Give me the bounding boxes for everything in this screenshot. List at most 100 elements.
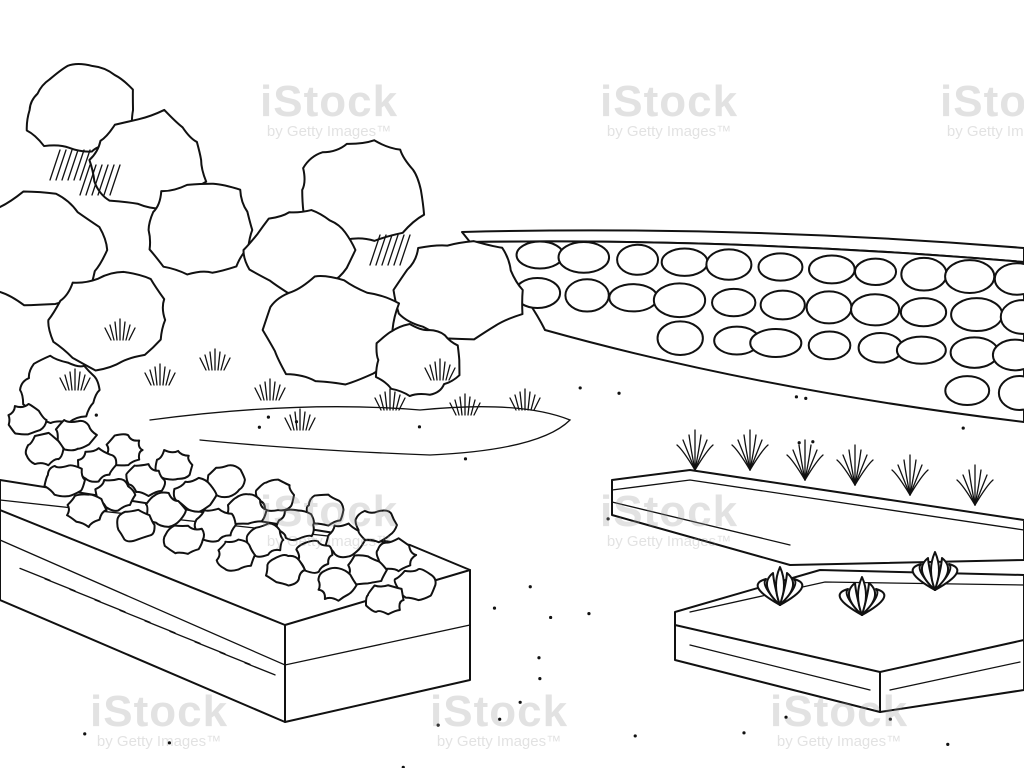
grass-blade	[442, 361, 446, 381]
stone	[652, 282, 707, 319]
foliage-clump	[392, 240, 524, 341]
gravel-dot	[266, 415, 271, 419]
stone	[899, 297, 948, 328]
grass-blade	[527, 391, 531, 411]
stone	[805, 290, 853, 325]
grass-blade	[259, 384, 265, 401]
plant-leaf	[854, 459, 874, 486]
gravel-dot	[606, 517, 610, 521]
lawn	[59, 318, 572, 456]
grass-blade	[77, 371, 81, 391]
grass-blade	[302, 411, 306, 431]
foliage-clump	[374, 322, 461, 398]
stone	[711, 287, 757, 318]
gravel-dot	[811, 440, 815, 444]
cabbage-leaf	[861, 588, 886, 616]
gravel-dot	[401, 765, 405, 768]
gravel-dot	[804, 396, 808, 400]
stone	[757, 252, 804, 282]
gravel-dot	[417, 425, 422, 429]
foliage-clump	[154, 449, 194, 481]
grass-blade	[149, 369, 155, 386]
gravel-dot	[518, 700, 522, 704]
grass-blade	[80, 374, 86, 391]
foliage-clump	[43, 464, 86, 498]
grass-blade	[305, 414, 311, 431]
stone	[656, 320, 704, 357]
foliage-clump	[261, 275, 401, 386]
plant-leaf	[749, 444, 769, 471]
stone	[857, 332, 904, 364]
lettuce-plants	[7, 403, 437, 616]
foliage-clump	[162, 524, 205, 555]
foliage-clump	[354, 509, 398, 544]
gravel-dot	[83, 732, 87, 736]
stone	[557, 241, 611, 274]
foliage-clump	[145, 491, 187, 528]
grass-blade	[168, 372, 176, 386]
stone	[997, 375, 1024, 411]
foliage-clump	[47, 270, 167, 372]
trees-and-bushes	[0, 63, 524, 425]
stone	[608, 283, 659, 313]
foliage-clump	[224, 493, 268, 526]
foliage-clump	[116, 508, 156, 543]
stone	[999, 299, 1024, 335]
grass-blade	[125, 324, 131, 341]
gravel-dot	[294, 420, 299, 424]
stone	[944, 375, 991, 407]
grass-blade	[220, 354, 226, 371]
left-raised-bed	[0, 403, 471, 723]
stone	[950, 297, 1004, 333]
grass-blade	[473, 402, 481, 416]
foliage-clump	[375, 537, 418, 573]
grass-blade	[209, 351, 213, 371]
grass-blade	[114, 321, 118, 341]
grass-blade	[514, 394, 520, 411]
grass-blade	[530, 394, 536, 411]
stone	[900, 256, 948, 292]
stone	[759, 289, 806, 321]
grass-blade	[449, 402, 457, 416]
foliage-clump	[215, 538, 256, 572]
grass-blade	[64, 374, 70, 391]
grass-blade	[374, 397, 382, 411]
gravel-dot	[528, 585, 532, 589]
foliage-clump	[7, 403, 48, 436]
stone	[808, 254, 856, 285]
gravel-dot	[463, 457, 468, 461]
grass-blade	[308, 417, 316, 431]
grass-blade	[278, 387, 286, 401]
grass-blade	[275, 384, 281, 401]
stone	[949, 336, 1000, 369]
stone	[564, 278, 610, 313]
stone	[993, 262, 1024, 296]
grass-blade	[424, 367, 432, 381]
right-raised-bed-back	[611, 429, 1024, 566]
foliage-clump	[245, 522, 285, 558]
gravel-dot	[961, 426, 965, 430]
right-raised-bed-front	[674, 551, 1024, 713]
plant-leaf	[694, 444, 714, 471]
grass-blade	[264, 381, 268, 401]
gravel-dot	[587, 611, 591, 616]
stone	[660, 247, 709, 277]
grass-blade	[519, 391, 523, 411]
plant-leaf	[909, 469, 929, 496]
stone	[895, 335, 947, 365]
foliage-clump	[172, 476, 218, 513]
foliage-clump	[317, 566, 358, 602]
grass-blade	[398, 397, 406, 411]
grass-blade	[470, 399, 476, 416]
grass-blade	[109, 324, 115, 341]
stone	[991, 338, 1024, 372]
grass-blade	[204, 354, 210, 371]
foliage-clump	[193, 507, 237, 543]
foliage-clump	[305, 493, 345, 527]
foliage-clump	[66, 493, 108, 529]
grass-blade	[392, 391, 396, 411]
grass-blade	[434, 361, 438, 381]
stone	[749, 328, 803, 358]
grass-blade	[165, 369, 171, 386]
